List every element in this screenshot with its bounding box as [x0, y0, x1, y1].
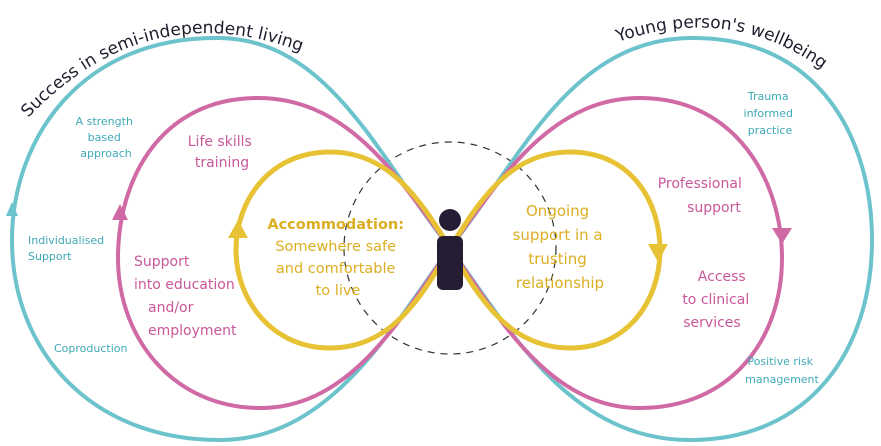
person-icon — [437, 209, 463, 290]
label-professional-support: Professional support — [658, 176, 747, 216]
label-accommodation: Accommodation: Somewhere safe and comfor… — [267, 217, 408, 299]
label-strength-based: A strength based approach — [76, 115, 137, 160]
inner-left-arrow-icon — [228, 220, 248, 238]
outer-left-arrow-icon — [6, 202, 18, 216]
center-dashed-circle — [343, 141, 557, 355]
outer-ring — [9, 35, 875, 443]
label-individualised-support: Individualised Support — [28, 234, 108, 263]
label-trauma-informed: Trauma informed practice — [744, 90, 797, 137]
middle-right-arrow-icon — [772, 228, 792, 244]
label-positive-risk: Positive risk management — [745, 355, 819, 386]
label-life-skills: Life skills training — [188, 134, 257, 171]
label-clinical-services: Access to clinical services — [682, 269, 753, 331]
middle-left-arrow-icon — [112, 204, 128, 220]
middle-ring — [115, 95, 785, 411]
label-education-employment: Support into education and/or employment — [134, 254, 239, 339]
label-coproduction: Coproduction — [54, 342, 128, 355]
inner-right-arrow-icon — [648, 244, 668, 262]
label-ongoing-support: Ongoing support in a trusting relationsh… — [513, 202, 608, 292]
